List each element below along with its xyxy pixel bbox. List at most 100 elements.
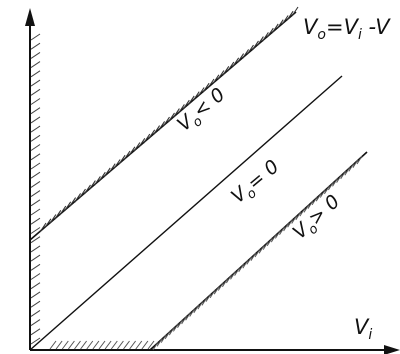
hatch-stroke: [30, 33, 41, 41]
hatch-stroke: [261, 32, 269, 42]
hatch-stroke: [299, 207, 306, 217]
hatch-stroke: [222, 65, 230, 76]
hatch-stroke: [319, 189, 326, 198]
hatch-stroke: [152, 341, 159, 351]
hatch-stroke: [177, 319, 183, 328]
hatch-stroke: [327, 181, 334, 191]
hatch-stroke: [80, 340, 87, 350]
hatch-stroke: [230, 271, 236, 280]
hatch-stroke: [182, 99, 190, 110]
hatch-stroke: [30, 98, 41, 105]
hatch-stroke: [225, 274, 232, 284]
hatch-stroke: [276, 19, 284, 30]
hatch-stroke: [110, 340, 118, 350]
hatch-stroke: [143, 133, 151, 144]
hatch-stroke: [64, 201, 72, 212]
hatch-stroke: [193, 304, 200, 314]
hatch-stroke: [256, 36, 264, 46]
hatch-stroke: [128, 146, 136, 157]
zero-line: [29, 75, 343, 351]
hatch-stroke: [217, 282, 224, 291]
hatch-stroke: [30, 61, 41, 69]
hatch-stroke: [30, 134, 41, 142]
hatch-stroke: [270, 233, 277, 243]
hatch-stroke: [30, 291, 41, 299]
x-axis-hatching: [49, 340, 155, 350]
hatch-stroke: [238, 263, 245, 273]
x-axis-arrowhead: [384, 345, 400, 354]
hatch-stroke: [86, 340, 94, 350]
hatch-stroke: [30, 116, 41, 124]
hatch-stroke: [30, 88, 41, 96]
hatch-stroke: [217, 70, 225, 80]
formula-label: Vo=Vi -V: [303, 15, 391, 43]
hatch-stroke: [254, 248, 261, 258]
hatch-stroke: [30, 328, 41, 336]
hatch-stroke: [30, 171, 41, 179]
hatch-stroke: [93, 176, 101, 186]
hatch-stroke: [30, 125, 41, 133]
hatch-stroke: [189, 308, 196, 317]
hatch-stroke: [185, 311, 192, 321]
hatch-stroke: [30, 263, 41, 271]
hatch-stroke: [30, 208, 41, 216]
hatch-stroke: [160, 334, 167, 343]
hatch-stroke: [291, 215, 298, 224]
y-axis-arrowhead: [25, 8, 35, 26]
hatch-stroke: [30, 42, 41, 50]
hatch-stroke: [227, 61, 235, 72]
hatch-stroke: [103, 167, 111, 178]
hatch-stroke: [30, 254, 41, 262]
lower-boundary-hatching: [152, 155, 363, 351]
hatch-stroke: [286, 10, 294, 21]
hatch-stroke: [172, 108, 180, 118]
hatch-stroke: [209, 289, 216, 299]
hatch-stroke: [129, 340, 137, 350]
hatch-stroke: [123, 150, 131, 161]
hatch-stroke: [163, 116, 170, 127]
hatch-stroke: [247, 44, 254, 55]
hatch-stroke: [30, 144, 41, 151]
hatch-stroke: [74, 340, 81, 350]
hatch-stroke: [352, 159, 359, 168]
hatch-stroke: [279, 226, 285, 235]
x-axis-label: Vi: [354, 315, 372, 343]
hatch-stroke: [336, 174, 343, 183]
hatch-stroke: [295, 211, 302, 221]
hatch-stroke: [315, 192, 322, 202]
hatch-stroke: [30, 107, 41, 115]
hatch-stroke: [141, 340, 149, 350]
hatch-stroke: [207, 78, 215, 89]
hatch-stroke: [88, 180, 96, 190]
hatch-stroke: [192, 91, 200, 102]
hatch-stroke: [307, 200, 314, 209]
hatch-stroke: [168, 326, 175, 336]
hatch-stroke: [232, 57, 240, 68]
hatch-stroke: [113, 159, 121, 169]
hatch-stroke: [30, 309, 41, 317]
hatch-stroke: [250, 252, 257, 261]
hatch-stroke: [30, 300, 41, 308]
y-axis-hatching: [30, 33, 41, 345]
hatch-stroke: [79, 188, 86, 199]
hatch-stroke: [158, 121, 166, 131]
hatch-stroke: [242, 49, 250, 59]
hatch-stroke: [201, 297, 208, 306]
hatch-stroke: [30, 217, 41, 225]
hatch-stroke: [266, 237, 273, 247]
hatch-stroke: [252, 40, 259, 51]
hatch-stroke: [266, 27, 274, 38]
hatch-stroke: [30, 70, 41, 78]
hatch-stroke: [55, 340, 63, 350]
hatch-stroke: [30, 319, 41, 327]
hatch-stroke: [30, 245, 41, 253]
hatch-stroke: [30, 190, 41, 198]
hatch-stroke: [281, 15, 289, 25]
hatch-stroke: [30, 199, 41, 207]
hatch-stroke: [138, 137, 146, 148]
hatch-stroke: [30, 162, 41, 170]
hatch-stroke: [291, 6, 299, 17]
hatch-stroke: [133, 142, 141, 152]
hatch-stroke: [39, 222, 47, 233]
hatch-stroke: [74, 193, 82, 203]
